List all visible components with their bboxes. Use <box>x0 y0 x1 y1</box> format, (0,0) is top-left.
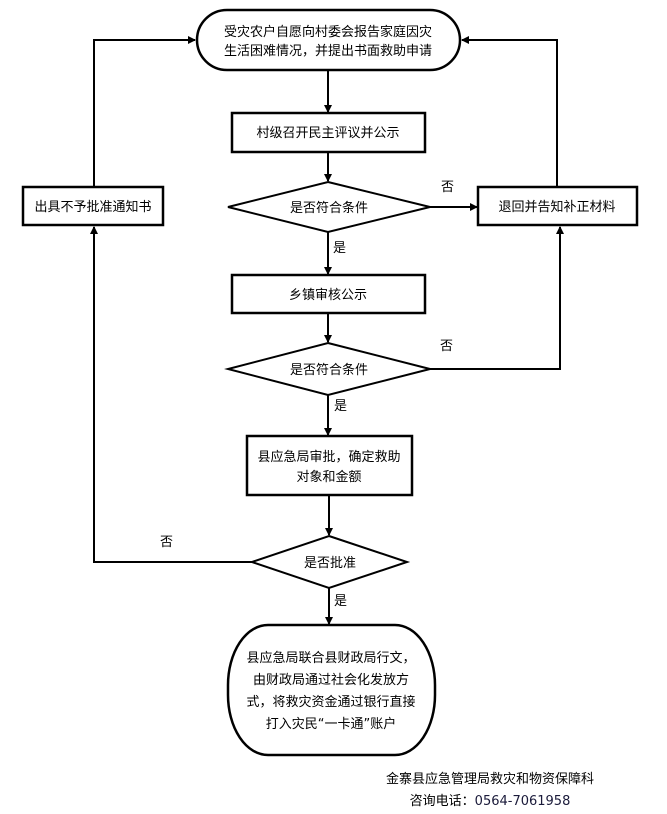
county-approval-line-2: 对象和金额 <box>296 469 361 485</box>
edge-return-to-start <box>461 36 558 187</box>
edge-decision2-no <box>430 226 564 370</box>
end-text-line-3: 式，将救灾资金通过银行直接 <box>246 694 415 710</box>
start-terminal: 受灾农户自愿向村委会报告家庭因灾 生活困难情况，并提出书面救助申请 <box>195 8 462 72</box>
decision-1-diamond: 是否符合条件 <box>227 180 431 234</box>
footer-org: 金寨县应急管理局救灾和物资保障科 <box>385 772 594 787</box>
decision-2-diamond: 是否符合条件 <box>224 341 431 397</box>
end-text-line-4: 打入灾民“一卡通”账户 <box>266 716 396 732</box>
county-approval-box: 县应急局审批，确定救助 对象和金额 <box>245 434 414 497</box>
return-materials-box: 退回并告知补正材料 <box>476 185 639 227</box>
village-review-box: 村级召开民主评议并公示 <box>230 111 427 154</box>
county-approval-line-1: 县应急局审批，确定救助 <box>257 449 400 465</box>
decision-1-text: 是否符合条件 <box>290 200 368 216</box>
edge-reject-to-start <box>93 36 196 187</box>
township-review-box: 乡镇审核公示 <box>230 273 427 315</box>
end-text-line-1: 县应急局联合县财政局行文， <box>246 650 415 666</box>
decision-3-text: 是否批准 <box>304 556 356 571</box>
decision-2-yes-label: 是 <box>334 399 347 414</box>
village-review-text: 村级召开民主评议并公示 <box>256 126 399 141</box>
end-text-line-2: 由财政局通过社会化发放方 <box>253 672 409 688</box>
footer-phone: 0564-7061958 <box>474 794 571 809</box>
decision-3-no-label: 否 <box>160 535 173 550</box>
reject-notice-box: 出具不予批准通知书 <box>21 185 165 227</box>
start-text-line-2: 生活困难情况，并提出书面救助申请 <box>224 43 432 59</box>
edge-decision3-no <box>90 226 252 563</box>
reject-notice-text: 出具不予批准通知书 <box>34 199 151 215</box>
decision-3-diamond: 是否批准 <box>248 534 411 590</box>
footer-contact: 咨询电话：0564-7061958 <box>360 790 620 809</box>
decision-2-no-label: 否 <box>440 339 453 354</box>
decision-1-no-label: 否 <box>441 180 454 195</box>
township-review-text: 乡镇审核公示 <box>289 288 367 303</box>
decision-2-text: 是否符合条件 <box>290 362 368 378</box>
decision-3-yes-label: 是 <box>334 594 347 609</box>
return-materials-text: 退回并告知补正材料 <box>498 199 615 215</box>
start-text-line-1: 受灾农户自愿向村委会报告家庭因灾 <box>224 24 432 40</box>
end-terminal: 县应急局联合县财政局行文， 由财政局通过社会化发放方 式，将救灾资金通过银行直接… <box>226 623 437 757</box>
decision-1-yes-label: 是 <box>333 241 346 256</box>
footer-phone-label: 咨询电话： <box>409 794 475 809</box>
